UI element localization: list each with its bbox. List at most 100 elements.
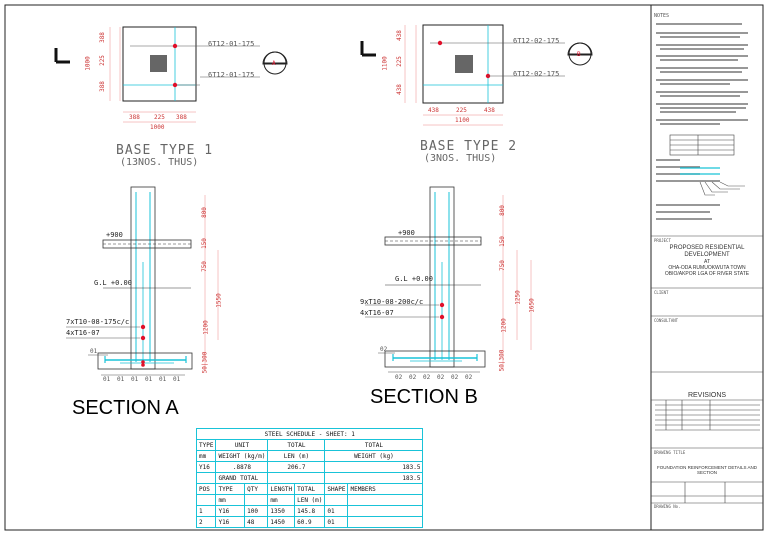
schedule-header-cell [195,494,217,506]
rebar-dot [172,43,178,49]
section-a-bottom-tag: 01 [159,376,167,383]
base1-title: BASE TYPE 1 [116,143,214,158]
schedule-header-cell [347,494,424,506]
section-a-base-tag: 01 [90,348,98,355]
section-b-base-tag: 02 [380,346,388,353]
base1-bar-bottom-label: 6T12-01-175 [208,71,255,79]
consultant-label: CONSULTANT [654,318,679,323]
base2-subtitle: (3NOS. THUS) [424,153,497,164]
schedule-summary-row: Y16 .8878 206.7 183.5 [195,461,424,473]
schedule-cell: 01 [324,516,349,528]
base2-dim-2: 225 [456,107,467,114]
schedule-grand-total-value: 183.5 [324,472,424,484]
base1-bar-top-label: 6T12-01-175 [208,40,255,48]
notes-legend-lines [680,167,745,196]
drawing-title-label: DRAWING TITLE [654,450,686,455]
client-label: CLIENT [654,290,669,295]
schedule-cell: 1350 [267,505,296,517]
schedule-header-cell: mm [267,494,296,506]
section-a-dim: 1550 [215,293,223,308]
schedule-header-cell: POS [195,483,217,495]
schedule-header-cell: TOTAL [324,439,424,451]
schedule-cell: Y16 [215,516,246,528]
schedule-cell: 145.8 [294,505,326,517]
base1-side-dim-3: 388 [98,81,106,92]
schedule-header-cell [324,494,349,506]
schedule-header-cell: QTY [244,483,269,495]
schedule-header-cell: WEIGHT (kg) [324,450,424,462]
schedule-title-row: STEEL SCHEDULE - SHEET: 1 [195,428,424,440]
section-a-level-top: +900 [106,231,123,239]
base2-side-dim-3: 438 [395,84,403,95]
schedule-header-cell: TOTAL [294,483,326,495]
schedule-header-cell: TYPE [195,439,217,451]
base1-dim-2: 225 [154,114,165,121]
section-b-bottom-tag: 02 [451,374,459,381]
revisions-heading: REVISIONS [687,392,727,399]
section-a-dim: 150 [200,238,208,249]
base2-dim-total: 1100 [455,117,470,124]
schedule-cell: 206.7 [267,461,326,473]
rebar-dot [439,302,445,308]
section-b-dim: 1250 [514,290,522,305]
section-a-bottom-tag: 01 [103,376,111,383]
base1-side-dim-2: 225 [98,55,106,66]
schedule-cell: 1 [195,505,217,517]
section-a-title: SECTION A [72,397,179,419]
section-b-bottom-tag: 02 [395,374,403,381]
schedule-header-cell: LEN (m) [267,450,326,462]
section-marker-b [567,42,593,66]
schedule-cell: Y16 [195,461,217,473]
schedule-header-row: mm WEIGHT (kg/m) LEN (m) WEIGHT (kg) [195,450,424,462]
section-b-dim: 50|300 [498,349,506,372]
project-line: OHA-ODA RUMUOKWUTA TOWN [668,265,746,271]
rebar-dot [172,82,178,88]
base2-dim-3: 438 [484,107,495,114]
section-a-dim: 1200 [202,320,210,335]
rebar-dot [437,40,443,46]
section-b-dim: 1650 [528,298,536,313]
base2-bar-bottom-label: 6T12-02-175 [513,70,560,78]
schedule-title: STEEL SCHEDULE - SHEET: 1 [195,428,424,440]
table-row: 2 Y16 48 1450 60.9 01 [195,516,424,528]
base2-side-dim-2: 225 [395,56,403,67]
project-line: OBIO/AKPOR LGA OF RIVER STATE [664,271,750,277]
section-a-note-2: 4xT16-07 [66,329,100,337]
schedule-header-cell: TYPE [215,483,246,495]
schedule-header-cell: LENGTH [267,483,296,495]
base1-side-dim-1: 388 [98,32,106,43]
section-a-note-1: 7xT10-08-175c/c [66,318,130,326]
schedule-cell: 1450 [267,516,296,528]
base1-subtitle: (13NOS. THUS) [120,157,199,168]
base2-dim-1: 438 [428,107,439,114]
schedule-header-cell: mm [195,450,217,462]
schedule-cell: 100 [244,505,269,517]
section-a-bottom-tag: 01 [117,376,125,383]
base1-dim-1: 388 [129,114,140,121]
schedule-cell: 48 [244,516,269,528]
base2-section-marker-label: B [577,51,581,58]
rebar-dot [140,324,146,330]
schedule-header-cell: WEIGHT (kg/m) [215,450,269,462]
rebar-dot [140,335,146,341]
rebar-dot [141,360,145,364]
title-block-grid [651,134,763,504]
section-a-dim: 750 [200,261,208,272]
rebar-dot [439,314,445,320]
section-b-bottom-tag: 02 [423,374,431,381]
table-row: 1 Y16 100 1350 145.8 01 [195,505,424,517]
schedule-grand-total-row: GRAND TOTAL 183.5 [195,472,424,484]
section-marker-a [262,51,288,75]
notes-heading: NOTES [654,13,670,19]
base2-bar-top-label: 6T12-02-175 [513,37,560,45]
project-label: PROJECT [654,238,671,243]
base1-section-marker-label: A [272,60,276,67]
section-a-bottom-tag: 01 [131,376,139,383]
section-a-ground-level: G.L +0.00 [94,279,132,287]
section-b-bottom-tag: 02 [437,374,445,381]
section-b-drawing [365,186,532,373]
section-b-dim: 1200 [500,318,508,333]
section-b-bottom-tag: 02 [465,374,473,381]
section-b-note-2: 4xT16-07 [360,309,394,317]
